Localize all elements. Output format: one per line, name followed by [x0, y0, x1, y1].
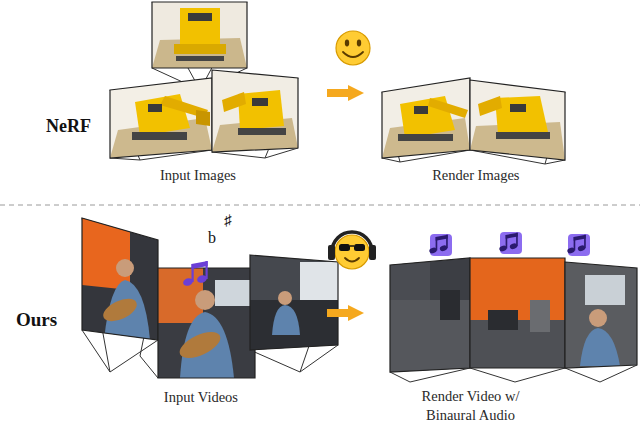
label-anchor: ♯ [224, 211, 232, 229]
image-frame [152, 2, 247, 68]
image-frame [382, 78, 470, 158]
image-frame [212, 70, 298, 152]
video-frame-image [248, 253, 340, 352]
flow-arrow [327, 89, 348, 97]
render-image [468, 78, 567, 162]
image-frame [82, 218, 158, 340]
render-video-image [388, 256, 472, 374]
image-frame [110, 78, 212, 158]
caption-text: Render Images [431, 166, 520, 185]
text-label: b [208, 229, 216, 247]
label-anchor: NeRF [46, 116, 91, 137]
smiley-emoji [336, 31, 370, 65]
render-image [380, 76, 472, 160]
text-label: ♯ [224, 212, 232, 229]
image-frame [565, 262, 637, 368]
image-group: Input Videos [75, 210, 325, 407]
image-frame [250, 255, 338, 350]
lego-image [150, 0, 250, 70]
caption-text: Render Video w/ Binaural Audio [395, 387, 546, 425]
text-label: NeRF [46, 116, 91, 137]
caption-text: Input Images [159, 166, 237, 185]
music-note [182, 261, 208, 287]
image-group: Input Images [100, 0, 325, 188]
label-anchor: b [208, 229, 216, 247]
image-frame [390, 258, 470, 372]
render-video-image [563, 260, 639, 370]
image-group: Render Images [366, 60, 578, 188]
flow-arrow [327, 309, 348, 317]
video-frame-image [80, 215, 160, 343]
video-frame-image [156, 266, 257, 380]
render-video-image [468, 256, 567, 370]
image-frame [470, 258, 565, 368]
label-anchor: Ours [16, 309, 57, 331]
image-frame [470, 80, 565, 160]
audio-icon [429, 232, 590, 256]
headphones-emoji [328, 232, 376, 269]
caption-text: Input Videos [163, 388, 239, 407]
separator-line [0, 205, 640, 206]
lego-image [108, 76, 214, 160]
image-frame [158, 268, 255, 378]
image-group: Render Video w/ Binaural Audio [366, 235, 640, 431]
text-label: Ours [16, 309, 57, 331]
camera-frustum [82, 218, 637, 382]
lego-image [210, 68, 300, 154]
